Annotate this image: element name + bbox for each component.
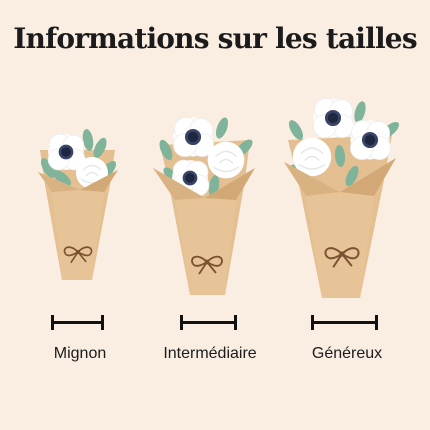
anemone-flower-icon xyxy=(349,119,392,161)
size-bar-intermediaire xyxy=(180,315,237,330)
anemone-flower-icon xyxy=(172,116,215,158)
size-label-genereux: Généreux xyxy=(311,345,383,362)
anemone-flower-icon xyxy=(312,97,355,139)
size-label-intermediaire: Intermédiaire xyxy=(163,345,257,362)
bouquet-medium xyxy=(153,115,256,295)
size-bar-genereux xyxy=(311,315,378,330)
bouquet-large xyxy=(284,97,402,298)
size-bar-mignon xyxy=(51,315,104,330)
bouquet-small xyxy=(38,128,119,280)
page-title: Informations sur les tailles xyxy=(13,22,417,55)
size-label-mignon: Mignon xyxy=(53,345,107,362)
rose-flower-icon xyxy=(206,140,246,180)
